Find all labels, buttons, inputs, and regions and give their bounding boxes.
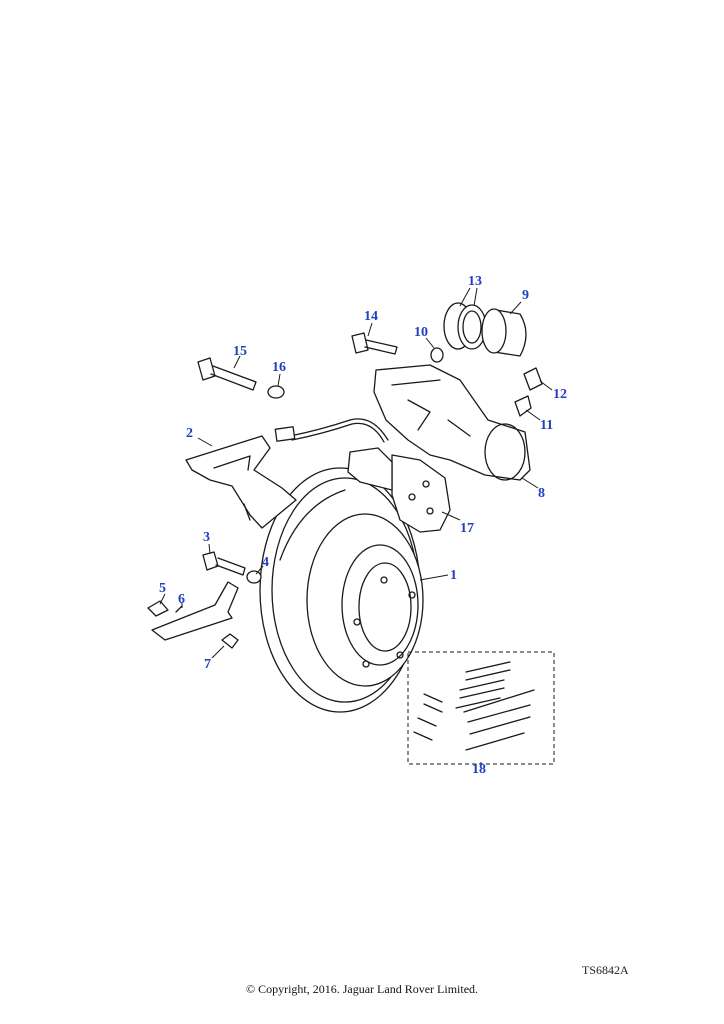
brake-pad <box>347 447 451 533</box>
callout-5[interactable]: 5 <box>159 581 166 596</box>
leader-lines <box>159 287 553 764</box>
callout-8[interactable]: 8 <box>538 486 545 501</box>
callout-11[interactable]: 11 <box>540 418 553 433</box>
fitting-kit <box>407 651 555 765</box>
callout-1[interactable]: 1 <box>450 568 457 583</box>
callout-6[interactable]: 6 <box>178 592 185 607</box>
brake-disc <box>259 467 424 713</box>
callout-4[interactable]: 4 <box>262 555 269 570</box>
caliper-bolt-14 <box>351 332 398 355</box>
callout-13[interactable]: 13 <box>468 274 482 289</box>
callout-labels: 1 2 3 4 5 6 7 8 9 10 11 12 13 14 15 16 1… <box>159 274 567 777</box>
callout-14[interactable]: 14 <box>364 309 378 324</box>
splash-shield <box>185 435 297 529</box>
caliper-bolt-15 <box>197 357 285 399</box>
bleed-screw <box>514 395 532 417</box>
brake-caliper <box>373 364 531 481</box>
callout-10[interactable]: 10 <box>414 325 428 340</box>
callout-17[interactable]: 17 <box>460 521 474 536</box>
callout-12[interactable]: 12 <box>553 387 567 402</box>
callout-3[interactable]: 3 <box>203 530 210 545</box>
callout-2[interactable]: 2 <box>186 426 193 441</box>
callout-15[interactable]: 15 <box>233 344 247 359</box>
reference-code: TS6842A <box>582 963 629 977</box>
seal-ring <box>430 347 444 363</box>
callout-16[interactable]: 16 <box>272 360 286 375</box>
piston-seal-kit <box>443 302 487 350</box>
callout-18[interactable]: 18 <box>472 762 486 777</box>
callout-7[interactable]: 7 <box>204 657 211 672</box>
bracket-plate <box>147 581 239 649</box>
shield-bolt <box>202 551 262 584</box>
callout-9[interactable]: 9 <box>522 288 529 303</box>
copyright-notice: © Copyright, 2016. Jaguar Land Rover Lim… <box>245 982 479 996</box>
caliper-piston <box>481 308 527 357</box>
bleed-cap <box>523 367 543 391</box>
wear-sensor-wire <box>274 418 389 443</box>
